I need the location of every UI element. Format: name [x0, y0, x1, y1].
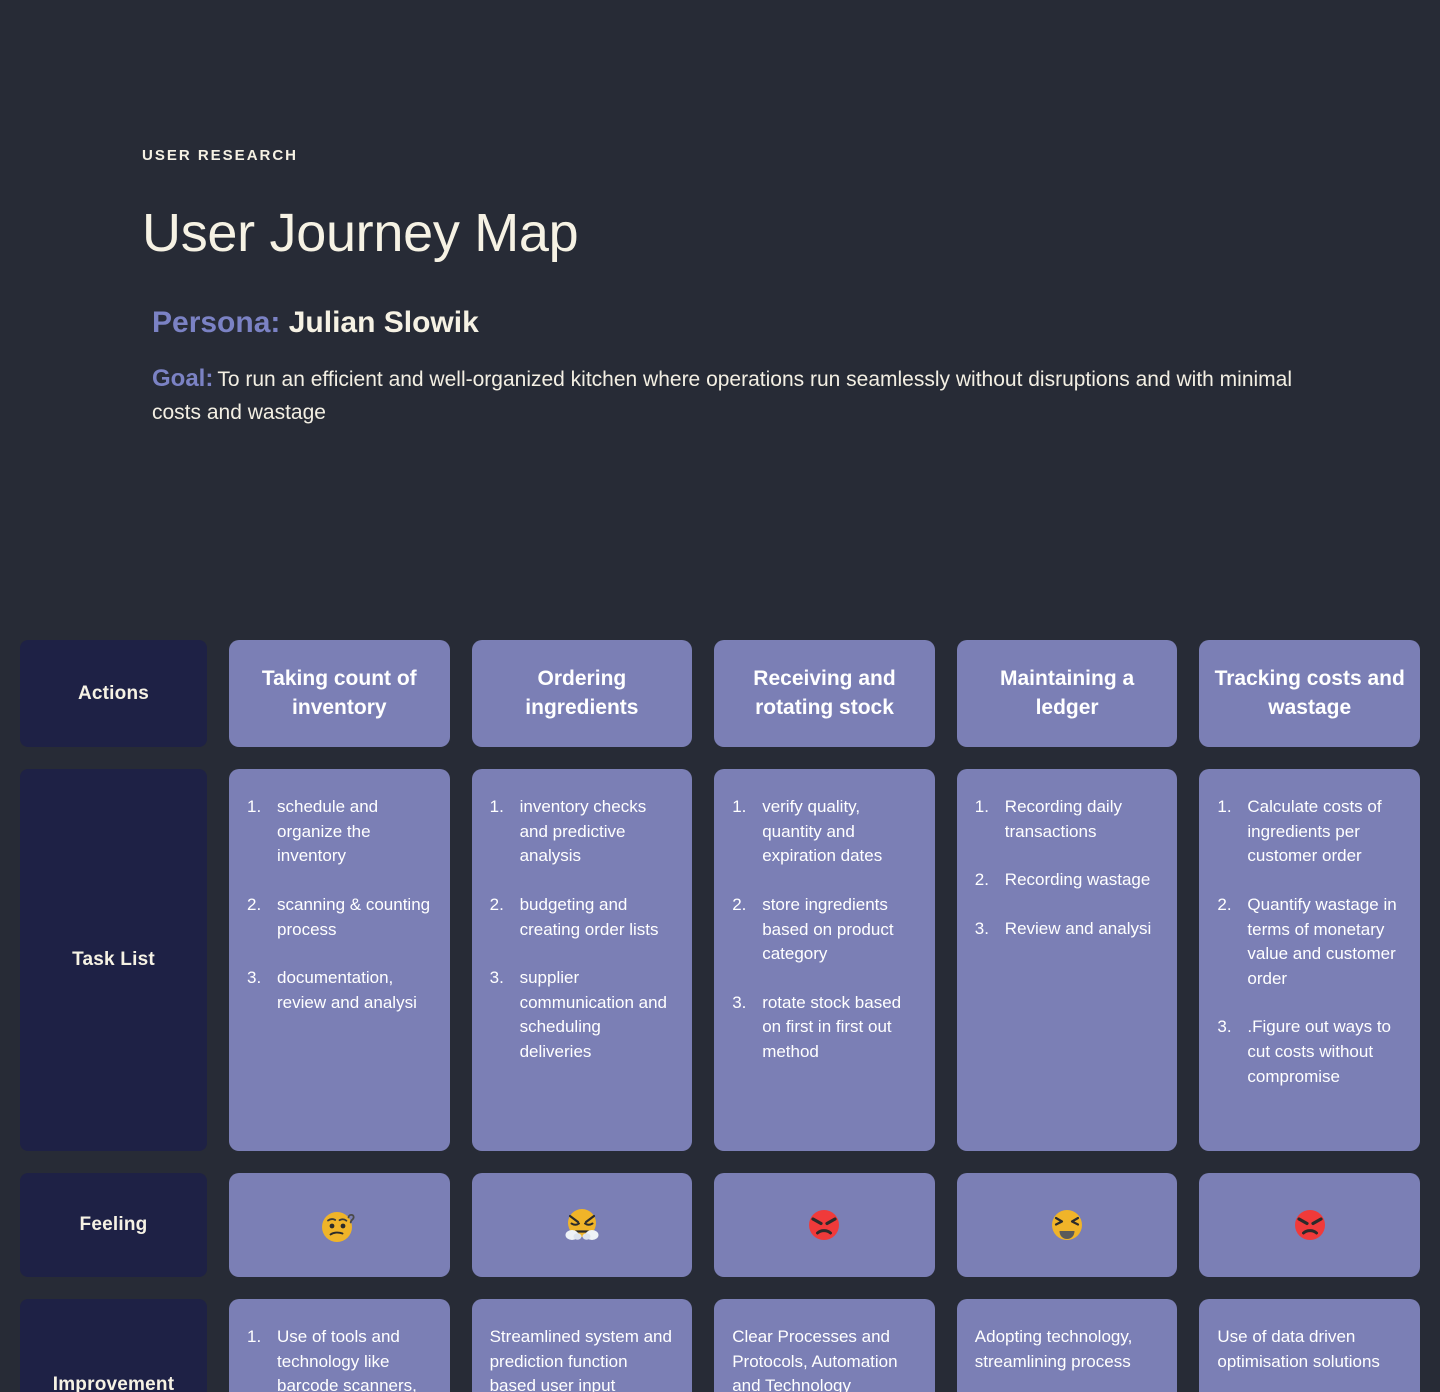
- task-list-item: budgeting and creating order lists: [490, 893, 659, 939]
- action-cell[interactable]: Tracking costs and wastage: [1199, 640, 1420, 747]
- feeling-cell[interactable]: [956, 1173, 1178, 1277]
- row-label-improvement-opportunities: Improvement Opportunities: [20, 1299, 207, 1392]
- goal-text: To run an efficient and well-organized k…: [152, 368, 1293, 425]
- persona-name: Julian Slowik: [288, 305, 479, 339]
- task-list-item: store ingredients based on product categ…: [732, 893, 894, 964]
- improvement-list: Use of tools and technology like barcode…: [245, 1325, 434, 1392]
- action-cell[interactable]: Maintaining a ledger: [956, 640, 1178, 747]
- improvement-cell[interactable]: Streamlined system and prediction functi…: [471, 1299, 693, 1392]
- face-with-steam-from-nose-emoji: [560, 1203, 604, 1247]
- task-list: Recording daily transactions Recording w…: [973, 795, 1162, 942]
- user-journey-map-page: USER RESEARCH User Journey Map Persona: …: [0, 148, 1440, 1392]
- persona-label: Persona:: [152, 305, 281, 339]
- improvement-cell[interactable]: Use of data driven optimisation solution…: [1199, 1299, 1420, 1392]
- journey-grid: Actions Taking count of inventory Orderi…: [20, 640, 1420, 1392]
- pouting-face-emoji: [1288, 1203, 1332, 1247]
- page-title: User Journey Map: [142, 203, 579, 263]
- row-label-feeling: Feeling: [20, 1173, 207, 1277]
- task-list-item: inventory checks and predictive analysis: [490, 795, 647, 866]
- task-list-cell[interactable]: verify quality, quantity and expiration …: [714, 769, 935, 1151]
- persona-line: Persona: Julian Slowik: [152, 306, 1440, 341]
- row-label-task-list: Task List: [20, 769, 207, 1151]
- goal-label: Goal:: [152, 365, 214, 393]
- feeling-cell[interactable]: [471, 1173, 693, 1277]
- improvement-item: Clear Processes and Protocols, Automatio…: [732, 1327, 898, 1392]
- task-list-item: scanning & counting process: [247, 893, 431, 939]
- feeling-cell[interactable]: [714, 1173, 935, 1277]
- task-list-item: Recording daily transactions: [975, 795, 1122, 841]
- task-list-item: documentation, review and analysi: [247, 966, 417, 1012]
- goal-line: Goal:To run an efficient and well-organi…: [152, 360, 1312, 430]
- task-list: Calculate costs of ingredients per custo…: [1215, 795, 1404, 1089]
- task-list: verify quality, quantity and expiration …: [730, 795, 919, 1065]
- feeling-cell[interactable]: [1199, 1173, 1420, 1277]
- improvement-cell[interactable]: Adopting technology, streamlining proces…: [956, 1299, 1178, 1392]
- task-list-item: rotate stock based on first in first out…: [732, 991, 902, 1062]
- pouting-face-emoji: [802, 1203, 846, 1247]
- improvement-item: Streamlined system and prediction functi…: [489, 1327, 672, 1392]
- task-list-item: Recording wastage: [975, 868, 1151, 892]
- action-cell[interactable]: Ordering ingredients: [471, 640, 693, 747]
- task-list-item: .Figure out ways to cut costs without co…: [1217, 1015, 1392, 1086]
- task-list-item: Calculate costs of ingredients per custo…: [1217, 795, 1382, 866]
- page-header: USER RESEARCH User Journey Map Persona: …: [0, 148, 1440, 430]
- task-list-item: schedule and organize the inventory: [247, 795, 379, 866]
- action-cell[interactable]: Receiving and rotating stock: [714, 640, 935, 747]
- improvement-item: Use of tools and technology like barcode…: [247, 1325, 417, 1392]
- task-list-item: supplier communication and scheduling de…: [490, 966, 668, 1062]
- task-list-cell[interactable]: schedule and organize the inventory scan…: [229, 769, 450, 1151]
- action-cell[interactable]: Taking count of inventory: [229, 640, 450, 747]
- improvement-cell[interactable]: Clear Processes and Protocols, Automatio…: [714, 1299, 935, 1392]
- improvement-cell[interactable]: Use of tools and technology like barcode…: [229, 1299, 450, 1392]
- feeling-cell[interactable]: [229, 1173, 450, 1277]
- task-list: schedule and organize the inventory scan…: [245, 795, 434, 1015]
- task-list-item: verify quality, quantity and expiration …: [732, 795, 883, 866]
- improvement-item: Use of data driven optimisation solution…: [1217, 1327, 1380, 1371]
- improvement-item: Adopting technology, streamlining proces…: [974, 1327, 1133, 1371]
- row-label-actions: Actions: [20, 640, 207, 747]
- task-list: inventory checks and predictive analysis…: [488, 795, 677, 1065]
- task-list-item: Review and analysi: [975, 917, 1152, 941]
- task-list-item: Quantify wastage in terms of monetary va…: [1217, 893, 1397, 988]
- task-list-cell[interactable]: Recording daily transactions Recording w…: [956, 769, 1178, 1151]
- tired-face-emoji: [1045, 1203, 1089, 1247]
- task-list-cell[interactable]: Calculate costs of ingredients per custo…: [1199, 769, 1420, 1151]
- eyebrow-label: USER RESEARCH: [142, 147, 299, 164]
- task-list-cell[interactable]: inventory checks and predictive analysis…: [471, 769, 693, 1151]
- thinking-confused-face-emoji: [317, 1203, 361, 1247]
